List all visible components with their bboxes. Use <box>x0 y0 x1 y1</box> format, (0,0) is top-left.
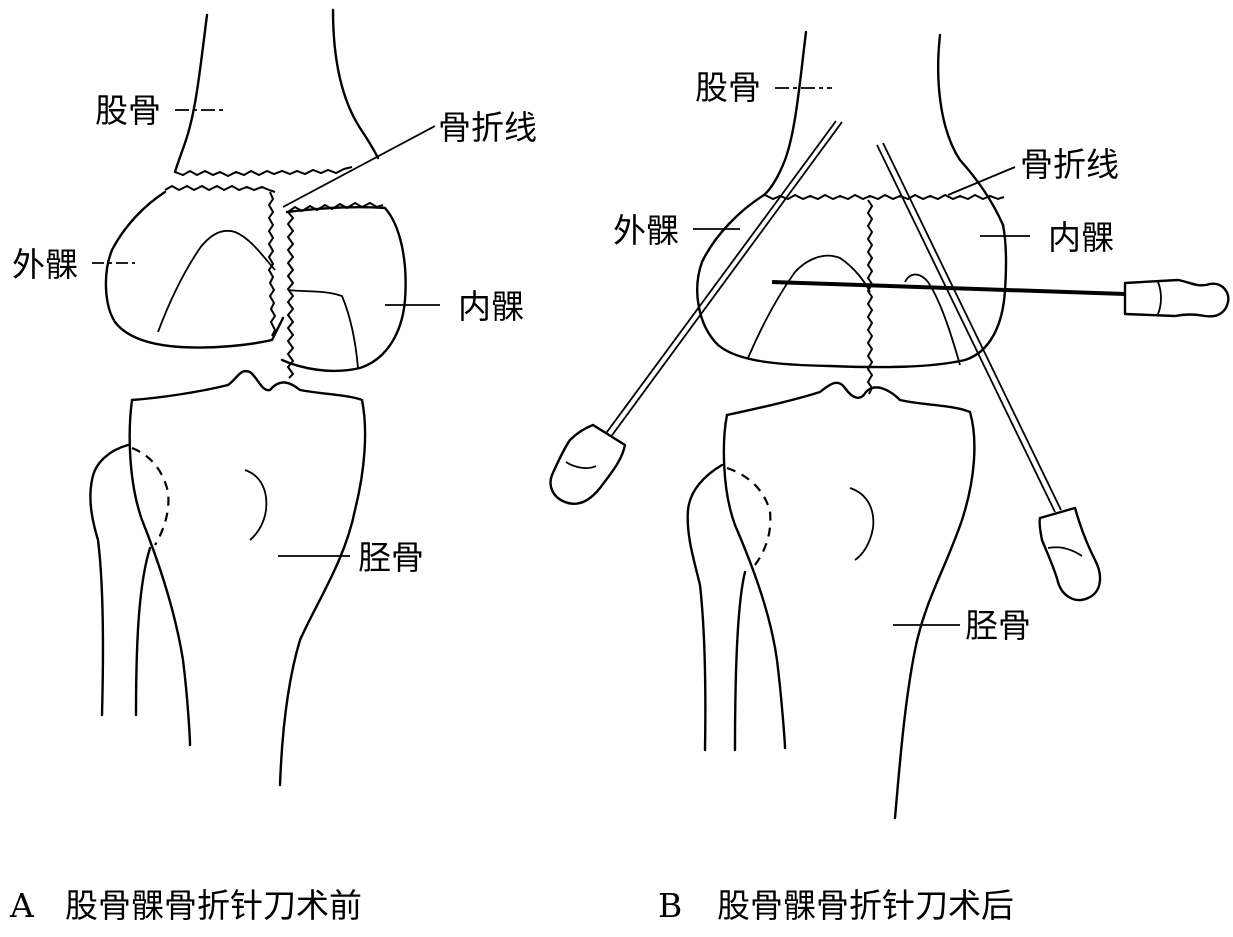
b-leader-fracture-line <box>948 167 1015 195</box>
b-fibula-head <box>688 465 722 750</box>
b-label-fracture-line: 骨折线 <box>1020 145 1119 184</box>
a-fibula-head <box>90 445 128 715</box>
caption-b-letter: B <box>658 886 682 925</box>
a-tibia-plateau <box>132 371 365 785</box>
caption-a-letter: A <box>9 886 35 925</box>
b-handle-medial <box>1040 508 1100 600</box>
b-handle-horizontal <box>1125 280 1228 316</box>
panel-b-labels: 股骨 骨折线 外髁 内髁 胫骨 <box>613 68 1119 645</box>
b-label-femur: 股骨 <box>695 68 761 107</box>
b-label-medial-condyle: 内髁 <box>1048 218 1114 257</box>
a-label-fracture-line: 骨折线 <box>438 108 537 147</box>
a-femur-shaft-left <box>175 15 207 172</box>
b-fracture-center-zigzag <box>868 200 872 394</box>
a-label-tibia: 胫骨 <box>358 538 424 577</box>
captions: A 股骨髁骨折针刀术前 B 股骨髁骨折针刀术后 <box>9 886 1014 925</box>
a-leader-fracture-line <box>283 126 435 207</box>
b-needle-knife-medial <box>877 143 1100 600</box>
a-medial-condyle-outline <box>282 207 406 371</box>
caption-a-text: 股骨髁骨折针刀术前 <box>65 886 362 925</box>
b-label-tibia: 胫骨 <box>965 606 1031 645</box>
caption-b-text: 股骨髁骨折针刀术后 <box>717 886 1014 925</box>
b-condyles-outline <box>697 195 1006 367</box>
a-fibula-dashed-head <box>132 448 168 545</box>
b-needle-knife-horizontal <box>772 280 1228 316</box>
a-label-medial-condyle: 内髁 <box>458 287 524 326</box>
a-label-lateral-condyle: 外髁 <box>12 245 78 284</box>
a-intercondylar-notch <box>158 231 275 332</box>
b-fracture-top-zigzag <box>765 195 1004 199</box>
b-fibula-inner <box>735 572 745 750</box>
a-lateral-condyle-top-zigzag <box>165 186 275 192</box>
b-handle-lateral <box>551 425 625 504</box>
a-fibula-inner <box>136 548 150 715</box>
b-needle-knife-lateral <box>551 121 842 504</box>
a-tibia-tuberosity <box>245 470 266 540</box>
panel-a-leaders <box>92 110 440 556</box>
b-tibia-left-edge <box>724 415 785 748</box>
b-intercondylar-notch <box>748 256 870 358</box>
a-lateral-condyle-outline <box>106 192 283 348</box>
a-medial-condyle-left-zigzag <box>288 212 293 378</box>
a-label-femur: 股骨 <box>95 91 161 130</box>
a-femur-shaft-right <box>333 10 378 158</box>
b-fibula-dashed-head <box>727 468 770 565</box>
a-femur-fracture-zigzag <box>175 167 352 176</box>
a-medial-condyle-inner-line <box>288 290 358 368</box>
panel-b-drawing <box>551 32 1229 818</box>
b-tibia-tuberosity <box>850 488 873 560</box>
b-label-lateral-condyle: 外髁 <box>613 211 679 250</box>
